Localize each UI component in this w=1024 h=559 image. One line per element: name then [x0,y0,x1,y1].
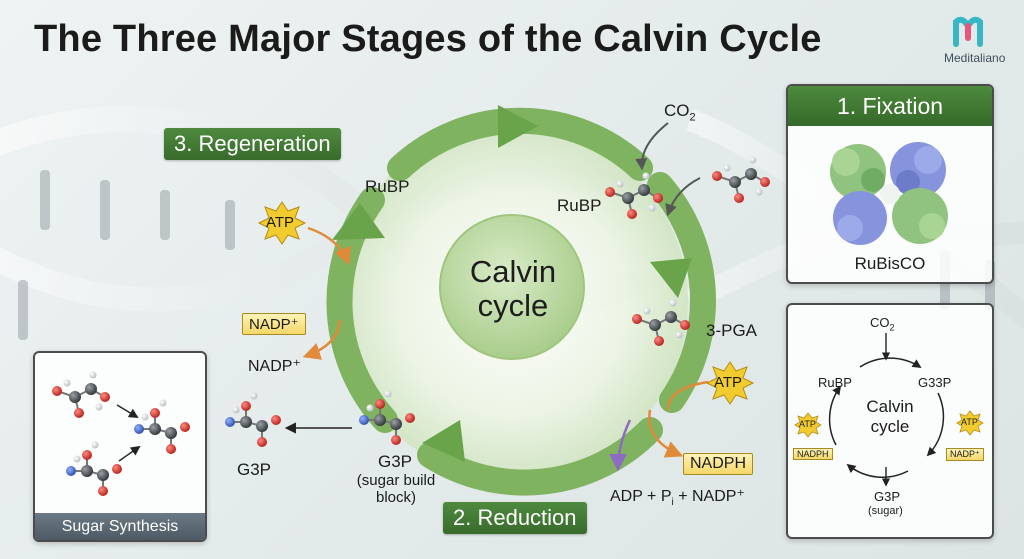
co2-label: CO2 [664,101,696,123]
brand-name: Meditaliano [944,51,1006,65]
cycle-arrowheads [332,105,692,462]
co2-molecule [711,155,771,204]
mini-cycle-diagram [794,333,984,487]
nadph-arrow [648,409,684,458]
g3p-center-note: (sugar build block) [326,472,466,506]
nadp-regen-box: NADP⁺ [242,313,306,335]
nadp-out-arrow [302,319,342,360]
mini-co2-label: CO2 [870,315,895,333]
m-logo-icon [953,16,983,47]
mini-rubp-label: RuBP [818,375,852,390]
mini-atp-left: ATP [799,419,816,429]
center-line-1: Calvin [469,254,557,289]
atp-regen-arrow [307,226,351,266]
rubp-right-label: RuBP [557,196,602,215]
products-text-b: + NADP⁺ [673,488,745,505]
atp-regen-text: ATP [266,214,295,231]
atp-reduction-arrow [666,380,709,411]
g3p-out-label: G3P [237,460,272,479]
atp-regen-burst [257,201,307,245]
fixation-panel-title: 1. Fixation [788,86,992,126]
products-text-a: ADP + P [610,488,672,505]
nadph-box: NADPH [683,453,754,475]
mini-co2-text: CO [870,315,890,330]
pga-label: 3-PGA [706,321,758,340]
co2-text: CO [664,101,690,120]
atp-reduction-text: ATP [714,374,743,391]
g3p-center-label: G3P [377,452,413,471]
mini-g3p-label: G3P [874,489,901,504]
sugar-synthesis-footer: Sugar Synthesis [35,513,205,540]
mini-g3p-note: (sugar) [868,505,903,517]
co2-arrow [635,122,669,171]
co2-incoming-arrow [665,177,701,217]
products-arrow [609,419,632,472]
mini-center-label: Calvin cycle [850,397,930,437]
center-disc [439,214,585,360]
mini-nadp-box: NADP⁺ [946,448,984,461]
products-subscript: i [671,497,674,509]
mini-center-line-1: Calvin [866,397,914,416]
rubisco-structure-image [830,142,948,245]
page-title: The Three Major Stages of the Calvin Cyc… [34,18,822,60]
sugar-synthesis-panel: Sugar Synthesis [33,351,207,542]
mini-nadph-box: NADPH [793,448,833,460]
mini-cycle-panel: CO2 RuBP G33P Calvin cycle ATP ATP NADPH… [786,303,994,539]
mini-center-line-2: cycle [870,417,910,436]
g3p-note-line-2: block) [375,489,416,506]
sugar-synthesis-illustration [51,370,191,497]
atp-reduction-burst [705,361,755,405]
center-line-2: cycle [477,288,549,323]
mini-co2-subscript: 2 [889,322,895,333]
rubp-left-label: RuBP [365,177,410,196]
mini-atp-right: ATP [961,417,978,427]
co2-subscript: 2 [689,111,696,124]
rubisco-label: RuBisCO [854,254,926,273]
mini-g33p-label: G33P [918,375,952,390]
fixation-panel: 1. Fixation RuBisCO [786,84,994,284]
g3p-out-molecule [224,391,282,448]
center-label: Calvin cycle [443,255,583,323]
nadp-out-label: NADP⁺ [248,358,301,375]
products-label: ADP + Pi + NADP⁺ [610,486,745,508]
g3p-note-line-1: (sugar build [356,472,436,489]
stage-reduction-label: 2. Reduction [443,502,587,534]
stage-regeneration-label: 3. Regeneration [164,128,341,160]
